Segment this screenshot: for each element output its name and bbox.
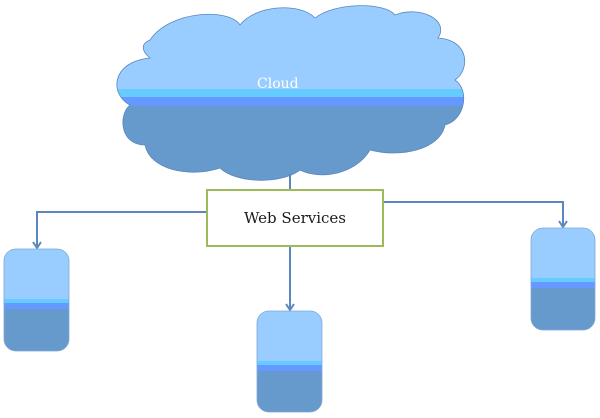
cloud-label: Cloud (257, 76, 299, 92)
arrowhead-right-icon (558, 220, 568, 229)
arrowheads (32, 220, 568, 312)
webservices-to-left-line (36, 211, 206, 247)
web-services-box: Web Services (206, 189, 384, 247)
webservices-to-right-line (384, 201, 564, 226)
arrowhead-left-icon (32, 241, 42, 250)
arrowhead-center-icon (285, 303, 295, 312)
connectors (36, 174, 564, 309)
device-right (530, 227, 596, 331)
cloud-shape (116, 5, 466, 181)
device-center (256, 310, 323, 413)
web-services-label: Web Services (243, 209, 346, 227)
device-left (3, 248, 70, 352)
